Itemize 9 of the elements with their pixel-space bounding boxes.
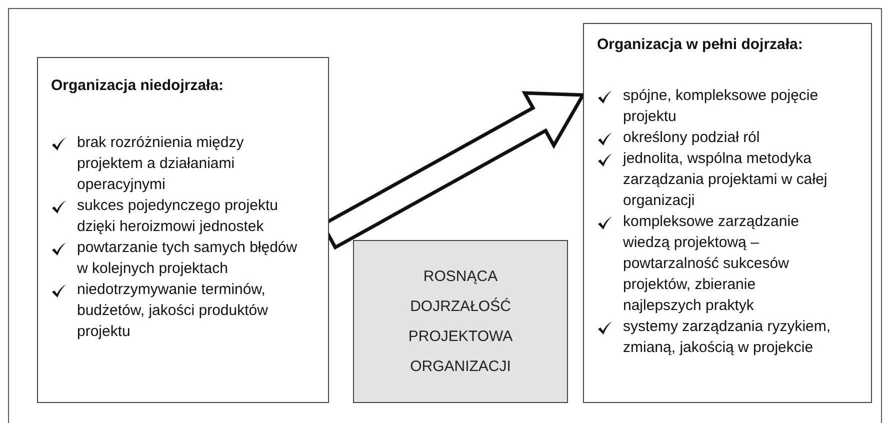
box-heading: Organizacja w pełni dojrzała: <box>597 35 804 55</box>
list-item: systemy zarządzania ryzykiem, zmianą, jakością w projekcie <box>623 317 832 358</box>
list-box <box>583 23 872 403</box>
list-item: określony podział ról <box>623 128 761 148</box>
box-heading: Organizacja niedojrzała: <box>51 76 225 96</box>
list-box <box>37 57 329 403</box>
concept-box <box>353 240 568 403</box>
box-text: ROSNĄCA DOJRZAŁOŚĆ PROJEKTOWA ORGANIZACJI <box>407 266 514 376</box>
list-item: niedotrzymywanie terminów, budżetów, jakości produktów projektu <box>77 280 269 342</box>
